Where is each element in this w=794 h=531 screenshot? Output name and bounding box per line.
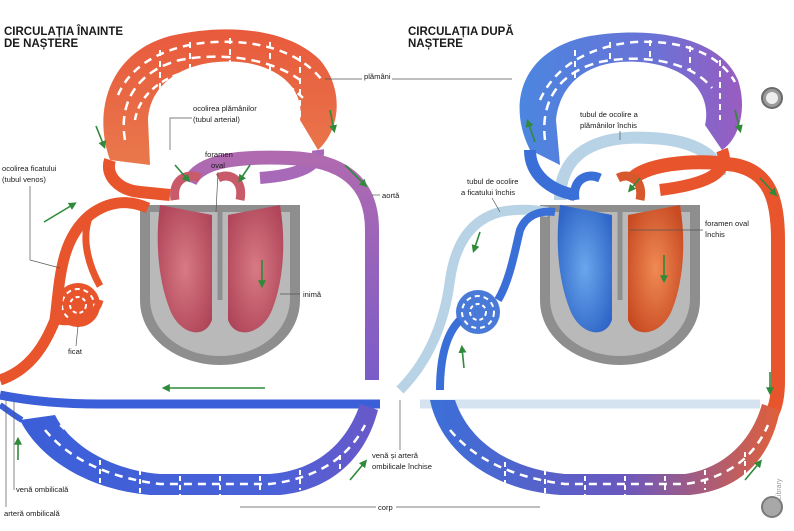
label-foramen-2: oval xyxy=(211,161,225,170)
right-body xyxy=(430,400,780,496)
label-umbilical-closed-2: ombilicale închise xyxy=(372,462,432,471)
right-liver xyxy=(456,290,500,334)
left-lungs xyxy=(103,29,337,166)
label-foramen-1: foramen xyxy=(205,150,233,159)
label-closed-lung-tube-2: plămânilor închis xyxy=(580,121,637,130)
left-panel: CIRCULAȚIA ÎNAINTE DE NAȘTERE ocolirea p… xyxy=(0,25,380,518)
right-heart xyxy=(540,171,700,365)
left-title-line2: DE NAȘTERE xyxy=(4,38,78,50)
label-lungs: plămâni xyxy=(364,72,391,81)
left-flow-arrows xyxy=(14,109,368,481)
left-body xyxy=(20,404,378,496)
label-bypass-liver-1: ocolirea ficatului xyxy=(2,164,57,173)
shared-labels: plămâni aortă corp xyxy=(240,72,540,512)
label-bypass-liver-2: (tubul venos) xyxy=(2,175,46,184)
right-title-line1: CIRCULAȚIA DUPĂ xyxy=(408,25,514,38)
label-bypass-lungs-2: (tubul arterial) xyxy=(193,115,240,124)
label-closed-liver-tube-1: tubul de ocolire xyxy=(467,177,519,186)
label-umbilical-vein: venă ombilicală xyxy=(16,485,69,494)
right-lungs xyxy=(519,32,743,165)
label-closed-liver-tube-2: a ficatului închis xyxy=(461,188,515,197)
label-heart: inimă xyxy=(303,290,322,299)
label-umbilical-closed-1: venă și arteră xyxy=(372,451,419,460)
label-bypass-lungs-1: ocolirea plămânilor xyxy=(193,104,257,113)
label-foramen-closed-1: foramen oval xyxy=(705,219,749,228)
page-clips xyxy=(761,87,783,518)
label-foramen-closed-2: închis xyxy=(704,230,725,239)
right-flow-arrows xyxy=(458,109,778,481)
right-title-line2: NAȘTERE xyxy=(408,38,463,50)
label-liver: ficat xyxy=(68,347,83,356)
left-title-line1: CIRCULAȚIA ÎNAINTE xyxy=(4,25,123,38)
right-panel: CIRCULAȚIA DUPĂ NAȘTERE tubul de ocolire… xyxy=(372,25,785,496)
label-body: corp xyxy=(378,503,393,512)
label-closed-lung-tube-1: tubul de ocolire a xyxy=(580,110,639,119)
watermark: Library xyxy=(776,478,783,500)
label-umbilical-artery: arteră ombilicală xyxy=(4,509,60,518)
label-aorta: aortă xyxy=(382,191,400,200)
left-heart xyxy=(140,171,300,365)
